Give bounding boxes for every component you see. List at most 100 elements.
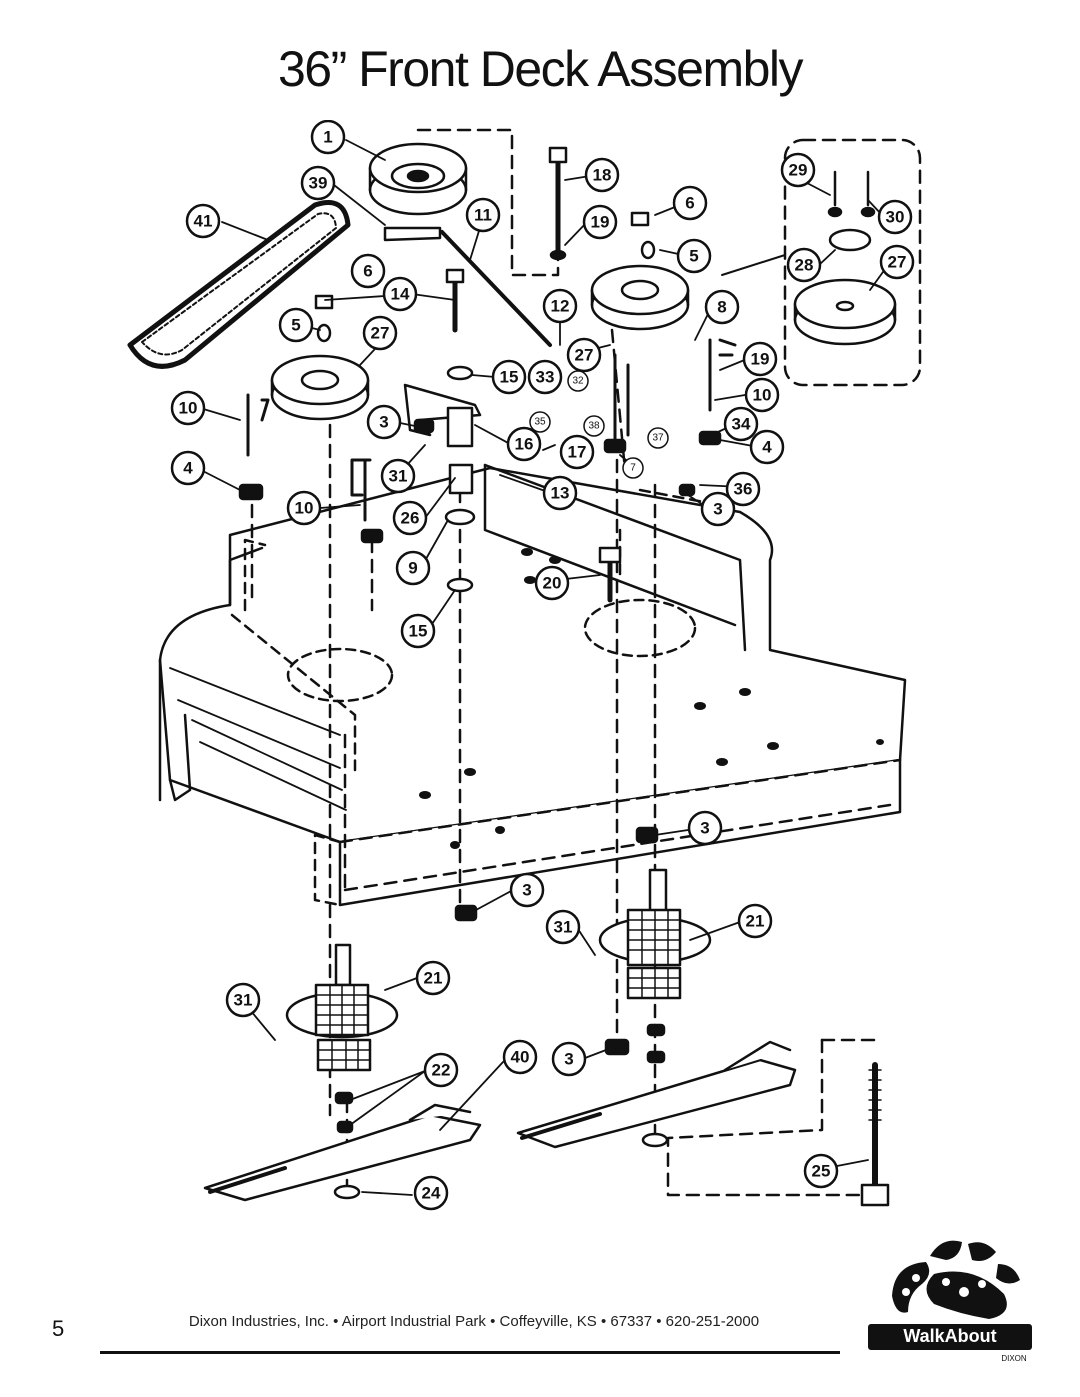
callout: 19 [582,204,618,240]
callout: 3 [687,810,723,846]
callout: 41 [185,203,221,239]
svg-text:3: 3 [379,413,388,432]
left-spindle-assembly [285,943,399,1134]
svg-text:40: 40 [511,1048,530,1067]
footer-rule [100,1351,840,1354]
svg-text:1: 1 [323,128,332,147]
page-number: 5 [52,1316,65,1341]
callout: 25 [803,1153,839,1189]
callout: 15 [400,613,436,649]
callout: 4 [170,450,206,486]
svg-text:38: 38 [588,421,600,432]
svg-text:10: 10 [295,499,314,518]
callout: 33 [527,359,563,395]
callout: 18 [584,157,620,193]
svg-text:27: 27 [575,346,594,365]
drive-belt [127,200,351,369]
svg-text:5: 5 [291,316,300,335]
svg-text:36: 36 [734,480,753,499]
callout: 21 [415,960,451,996]
exploded-parts-diagram: 1 39 41 11 18 19 6 5 29 30 28 27 14 6 5 … [127,120,922,1211]
callout: 31 [225,982,261,1018]
svg-text:33: 33 [536,368,555,387]
svg-text:15: 15 [500,368,519,387]
callout: 13 [542,475,578,511]
callout: 10 [744,377,780,413]
callout: 20 [534,565,570,601]
callout: 8 [704,289,740,325]
svg-text:20: 20 [543,574,562,593]
callout: 19 [742,341,778,377]
right-blade [516,1040,797,1149]
callout: 28 [786,247,822,283]
callout: 15 [491,359,527,395]
callout: 31 [545,909,581,945]
svg-text:35: 35 [534,417,546,428]
svg-text:39: 39 [309,174,328,193]
svg-text:37: 37 [652,433,664,444]
callout: 37 [647,427,669,449]
svg-text:13: 13 [551,484,570,503]
callouts: 1 39 41 11 18 19 6 5 29 30 28 27 14 6 5 … [170,120,915,1211]
svg-text:7: 7 [630,463,636,474]
left-pulley [270,354,370,421]
svg-text:WalkAbout: WalkAbout [903,1326,996,1346]
svg-text:27: 27 [371,324,390,343]
callout: 21 [737,903,773,939]
svg-text:4: 4 [762,438,772,457]
svg-text:6: 6 [685,194,694,213]
svg-text:27: 27 [888,253,907,272]
callout: 32 [567,370,589,392]
callout: 6 [672,185,708,221]
svg-text:8: 8 [717,298,726,317]
callout: 10 [170,390,206,426]
svg-text:11: 11 [474,206,492,225]
svg-text:21: 21 [424,969,443,988]
callout: 6 [350,253,386,289]
svg-text:32: 32 [572,376,584,387]
svg-text:4: 4 [183,459,193,478]
svg-text:3: 3 [700,819,709,838]
page-title: 36” Front Deck Assembly [277,41,804,97]
svg-text:24: 24 [422,1184,441,1203]
svg-text:5: 5 [689,247,698,266]
callout: 7 [622,457,644,479]
svg-text:3: 3 [522,881,531,900]
svg-text:DIXON: DIXON [1001,1354,1027,1363]
callout: 27 [566,337,602,373]
callout: 36 [725,471,761,507]
svg-text:31: 31 [554,918,573,937]
svg-text:19: 19 [751,350,770,369]
svg-text:41: 41 [194,212,213,231]
callout: 27 [879,244,915,280]
callout: 3 [551,1041,587,1077]
svg-text:26: 26 [401,509,420,528]
svg-text:28: 28 [795,256,814,275]
svg-text:25: 25 [812,1162,831,1181]
svg-text:22: 22 [432,1061,451,1080]
callout: 35 [529,411,551,433]
callout: 5 [676,238,712,274]
callout: 3 [366,404,402,440]
svg-text:31: 31 [234,991,253,1010]
svg-text:31: 31 [389,467,408,486]
callout: 10 [286,490,322,526]
svg-text:14: 14 [391,285,410,304]
callout: 14 [382,276,418,312]
callout: 17 [559,434,595,470]
svg-text:6: 6 [363,262,372,281]
callout: 9 [395,550,431,586]
svg-text:10: 10 [179,399,198,418]
svg-text:16: 16 [515,435,534,454]
svg-text:17: 17 [568,443,587,462]
callout: 16 [506,426,542,462]
callout: 11 [465,197,501,233]
callout: 40 [502,1039,538,1075]
callout: 29 [780,152,816,188]
drive-pulley [368,142,468,216]
deck-housing [158,463,907,907]
svg-text:29: 29 [789,161,808,180]
walkabout-logo: WalkAbout DIXON [868,1240,1032,1363]
svg-text:34: 34 [732,415,751,434]
callout: 4 [749,429,785,465]
